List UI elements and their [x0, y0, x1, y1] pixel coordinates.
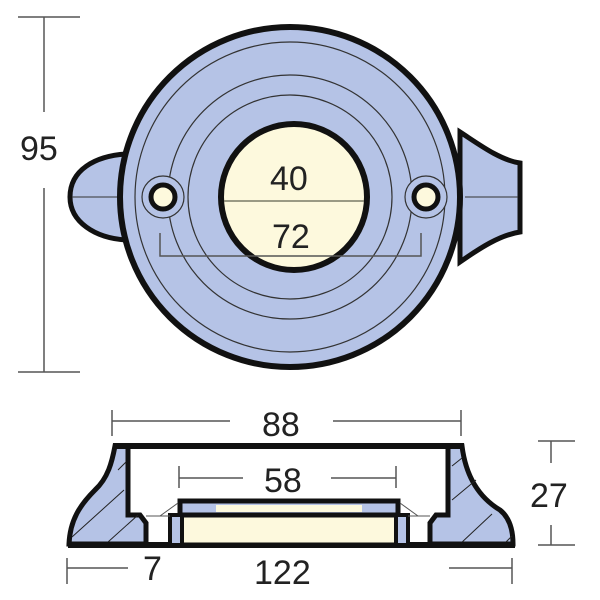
- height-27-dimension-line: [538, 440, 575, 546]
- right-bolt-hole: [404, 175, 448, 219]
- inner-diameter-label: 40: [270, 160, 308, 198]
- rim-label: 7: [143, 550, 162, 588]
- recess-width-dimension-line: [178, 466, 397, 488]
- base-width-label: 122: [254, 554, 311, 592]
- top-view: 95 40 72: [18, 16, 523, 373]
- top-width-label: 88: [262, 406, 300, 444]
- center-hole: [218, 121, 370, 273]
- bolt-spacing-line: [159, 233, 422, 257]
- bolt-spacing-label: 72: [272, 218, 310, 256]
- right-wall-section: [427, 443, 516, 547]
- left-wall-section: [66, 443, 149, 547]
- height-dimension-line: [18, 16, 80, 373]
- height-dimension-label: 95: [20, 130, 58, 168]
- top-width-dimension-line: [111, 410, 462, 436]
- center-insert-section: [146, 498, 430, 548]
- section-view: 88 58: [66, 406, 575, 592]
- section-height-label: 27: [530, 477, 568, 515]
- recess-width-label: 58: [264, 462, 302, 500]
- base-width-dimension-line: [66, 558, 513, 584]
- left-bolt-hole: [141, 175, 185, 219]
